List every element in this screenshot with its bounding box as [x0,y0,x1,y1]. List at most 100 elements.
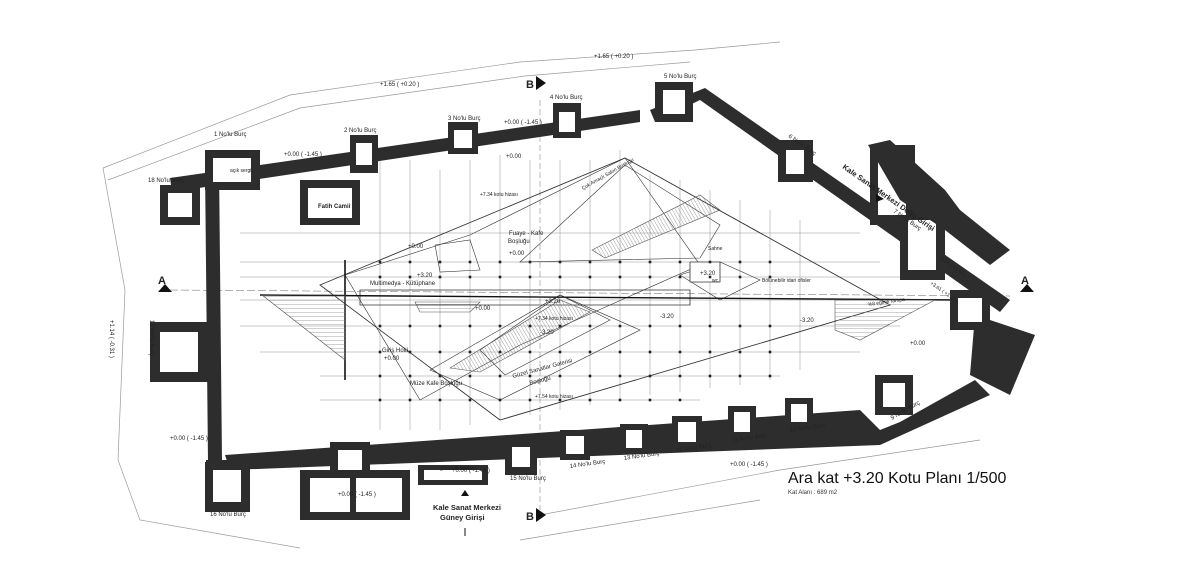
east-entrance-arrow-icon [876,194,884,202]
level-top-b: +1.65 ( +0.20 ) [594,54,633,60]
section-label-b-bottom: B [526,511,534,523]
level-z5: +0.00 [509,251,525,257]
level-0145-d: +0.00 ( -1.45 ) [338,492,376,498]
level-114: +1.14 ( -0.31 ) [108,320,114,358]
tower-label-12: 12 No'lu Burç [675,443,711,454]
section-arrow-b-top [536,76,546,90]
level-h754: +7.54 kotu hizası [535,394,573,400]
column-dot [498,374,502,378]
level-0145-b: +0.00 ( -1.45 ) [504,120,542,126]
column-dot [708,374,712,378]
label-fuaye-kafe: Fuaye - Kafe [509,231,544,237]
column-dot [438,350,442,354]
column-dot [738,275,742,279]
column-dot [738,350,742,354]
tower-label-16: 16 No'lu Burç [210,512,246,518]
label-giris-holu: Giriş Holü [382,348,408,354]
column-dot [678,398,682,402]
column-dot [408,324,412,328]
column-dot [498,324,502,328]
label-guzel-bosluk: Boşluğu [529,376,552,387]
column-dot [738,260,742,264]
label-rampa: %8 eğimli rampa [867,297,905,308]
column-dot [768,260,772,264]
level-z2: +0.00 [408,244,424,250]
column-dot [768,374,772,378]
column-dot [528,350,532,354]
level-h734-b: +7.34 kotu hizası [535,316,573,322]
column-dot [648,398,652,402]
column-dot [618,374,622,378]
tower-label-15: 15 No'lu Burç [510,476,546,482]
section-label-a-left: A [158,275,166,287]
hatched-areas [261,194,936,373]
column-dot [618,350,622,354]
column-dot [408,275,412,279]
tower-label-3: 3 No'lu Burç [448,116,481,122]
column-dot [648,275,652,279]
label-fuaye-bosluk: Boşluğu [508,239,530,245]
level-m320-b: -3.20 [660,314,674,320]
column-dot [438,374,442,378]
column-dot [378,350,382,354]
level-p320-c: +3.20 [700,271,716,277]
column-dot [378,275,382,279]
column-dot [468,275,472,279]
column-dot [738,374,742,378]
column-dot [588,275,592,279]
column-dot [648,374,652,378]
section-label-a-right: A [1021,275,1029,287]
level-0145-c: +0.00 ( -1.45 ) [170,436,208,442]
column-dot [708,350,712,354]
column-dot [468,324,472,328]
label-fatih-camii: Fatih Camii [318,204,351,210]
tower-labels: 1 No'lu Burç 2 No'lu Burç 3 No'lu Burç 4… [148,74,922,518]
east-entrance-block [868,140,1010,265]
column-dot [438,398,442,402]
column-dot [588,350,592,354]
column-dot [408,350,412,354]
level-0145-e: +0.00 ( -1.45 ) [452,468,490,474]
tower-label-14: 14 No'lu Burç [569,459,605,470]
column-dot [588,260,592,264]
column-dot [528,324,532,328]
label-multimedya: Multimedya - Kütüphane [370,281,436,287]
label-bolunebilir-ofisler: Bölünebilir idari ofisler [762,278,811,284]
column-dot [558,260,562,264]
column-dot [678,275,682,279]
section-arrow-a-left [158,284,172,292]
tower-label-11: 11 No'lu Burç [731,433,767,444]
column-dot [678,324,682,328]
level-p320-a: +3.20 [417,273,433,279]
column-dot [708,260,712,264]
level-wc: wc [712,278,719,284]
column-dot [768,350,772,354]
level-h734-a: +7.34 kotu hizası [480,192,518,198]
column-dot [438,260,442,264]
level-top-a: +1.65 ( +0.20 ) [380,82,419,88]
column-dot [558,275,562,279]
south-entrance-arrow-icon [461,490,469,496]
tower-label-13: 13 No'lu Burç [623,451,659,462]
column-dot [678,374,682,378]
column-dot [468,398,472,402]
column-dot [528,260,532,264]
level-z3: +0.00 [475,306,491,312]
tower-interiors [160,90,982,502]
column-dot [408,374,412,378]
column-dot [468,260,472,264]
column-dot [558,324,562,328]
tower-label-18: 18 No'lu Burç [148,178,184,184]
column-dot [648,260,652,264]
tower-label-10: 10 No'lu Burç [789,423,825,434]
site-boundary-lines [102,41,981,549]
label-sahne: Sahne [708,246,723,252]
column-dot [468,350,472,354]
structural-columns [378,260,772,402]
column-dot [768,275,772,279]
level-m320-c: -3.20 [800,318,814,324]
column-dot [588,398,592,402]
column-dot [618,260,622,264]
level-0145-a: +0.00 ( -1.45 ) [284,152,322,158]
column-dot [528,275,532,279]
